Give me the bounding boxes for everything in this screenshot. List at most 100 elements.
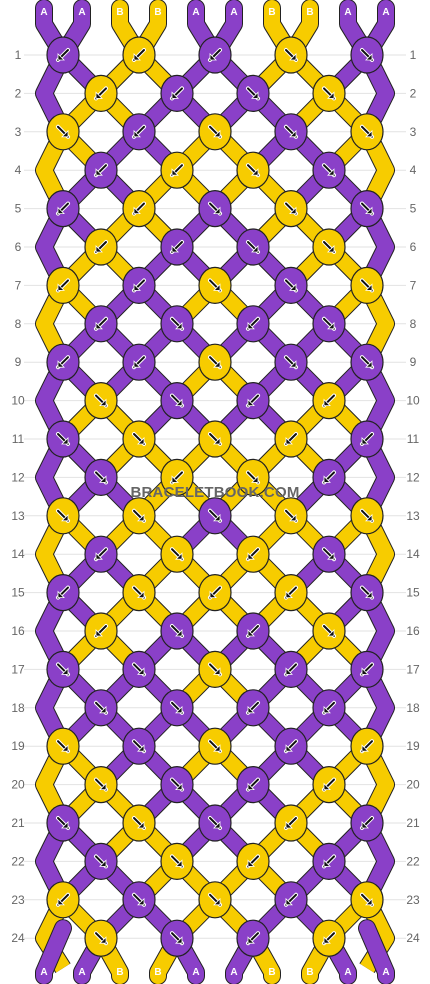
arrow-down-left-icon bbox=[323, 705, 331, 714]
knot bbox=[122, 36, 156, 74]
knot bbox=[122, 343, 156, 381]
knot bbox=[198, 420, 232, 458]
knot bbox=[312, 228, 346, 266]
arrow-down-left-icon bbox=[323, 475, 331, 483]
strand-label-bottom: A bbox=[192, 967, 199, 978]
knot bbox=[46, 113, 80, 151]
arrow-down-left-icon bbox=[247, 321, 255, 330]
knot bbox=[312, 535, 346, 573]
knot bbox=[122, 727, 156, 765]
arrow-down-left-icon bbox=[171, 91, 179, 99]
row-label-left: 15 bbox=[11, 586, 25, 600]
strand-end-bottom bbox=[36, 920, 71, 984]
row-label-right: 1 bbox=[410, 48, 417, 62]
strand-label-top: A bbox=[40, 7, 47, 18]
row-label-right: 23 bbox=[406, 893, 420, 907]
row-label-right: 12 bbox=[406, 470, 420, 484]
row-label-left: 5 bbox=[15, 202, 22, 216]
arrow-down-left-icon bbox=[247, 398, 255, 407]
row-label-right: 16 bbox=[406, 624, 420, 638]
knot bbox=[84, 74, 118, 113]
knot bbox=[312, 74, 346, 113]
arrow-down-right-icon bbox=[213, 206, 221, 215]
row-label-left: 12 bbox=[11, 470, 25, 484]
arrow-down-left-icon bbox=[133, 206, 141, 215]
knot bbox=[84, 612, 118, 650]
arrow-down-right-icon bbox=[251, 168, 259, 176]
strand-label-top: A bbox=[344, 7, 351, 18]
arrow-down-left-icon bbox=[57, 283, 65, 291]
knot bbox=[236, 612, 270, 650]
arrow-down-right-icon bbox=[327, 321, 335, 330]
knot bbox=[160, 919, 194, 957]
knot bbox=[198, 266, 232, 304]
arrow-down-right-icon bbox=[175, 782, 183, 790]
arrow-down-right-icon bbox=[213, 283, 221, 291]
knot bbox=[198, 36, 232, 74]
row-label-right: 5 bbox=[410, 202, 417, 216]
row-label-right: 7 bbox=[410, 278, 417, 292]
knot bbox=[46, 804, 80, 842]
arrow-down-right-icon bbox=[213, 129, 221, 138]
arrow-down-right-icon bbox=[213, 897, 221, 906]
arrow-down-left-icon bbox=[285, 897, 293, 906]
arrow-down-right-icon bbox=[365, 283, 373, 291]
arrow-down-right-icon bbox=[327, 245, 335, 253]
arrow-down-right-icon bbox=[137, 897, 145, 906]
arrow-down-left-icon bbox=[57, 206, 65, 215]
row-label-right: 3 bbox=[410, 125, 417, 139]
arrow-down-right-icon bbox=[175, 321, 183, 330]
knot bbox=[312, 382, 346, 420]
arrow-down-right-icon bbox=[175, 705, 183, 714]
arrow-down-left-icon bbox=[171, 475, 179, 483]
arrow-down-left-icon bbox=[95, 168, 103, 176]
knot bbox=[198, 190, 232, 228]
row-label-left: 18 bbox=[11, 701, 25, 715]
arrow-down-left-icon bbox=[209, 590, 217, 598]
row-label-right: 19 bbox=[406, 739, 420, 753]
arrow-down-right-icon bbox=[213, 437, 221, 445]
strand-label-top: B bbox=[306, 7, 313, 18]
knot bbox=[122, 190, 156, 228]
arrow-down-left-icon bbox=[57, 590, 65, 598]
arrow-down-right-icon bbox=[365, 513, 373, 522]
knot bbox=[350, 497, 384, 535]
knot bbox=[236, 74, 270, 113]
knot bbox=[312, 765, 346, 804]
knot bbox=[122, 497, 156, 535]
arrow-down-right-icon bbox=[99, 398, 107, 407]
knot bbox=[312, 842, 346, 881]
strand-label-bottom: A bbox=[78, 967, 85, 978]
watermark: BRACELETBOOK.COM bbox=[130, 484, 299, 501]
row-label-left: 10 bbox=[11, 394, 25, 408]
arrow-down-right-icon bbox=[289, 206, 297, 215]
knot bbox=[198, 727, 232, 765]
arrow-down-right-icon bbox=[213, 513, 221, 522]
knot bbox=[198, 881, 232, 919]
knot bbox=[274, 266, 308, 304]
arrow-down-right-icon bbox=[175, 859, 183, 867]
arrow-down-right-icon bbox=[61, 513, 69, 522]
knot bbox=[236, 458, 270, 496]
row-label-right: 6 bbox=[410, 240, 417, 254]
row-label-left: 19 bbox=[11, 739, 25, 753]
knot bbox=[46, 36, 80, 74]
knot bbox=[160, 612, 194, 650]
row-label-right: 17 bbox=[406, 662, 420, 676]
knot bbox=[160, 765, 194, 804]
knot bbox=[312, 689, 346, 727]
arrow-down-left-icon bbox=[95, 552, 103, 560]
strand-label-top: B bbox=[154, 7, 161, 18]
arrow-down-right-icon bbox=[365, 206, 373, 215]
arrow-down-left-icon bbox=[285, 744, 293, 752]
row-label-left: 3 bbox=[15, 125, 22, 139]
arrow-down-right-icon bbox=[289, 360, 297, 368]
arrow-down-right-icon bbox=[365, 590, 373, 598]
arrow-down-right-icon bbox=[137, 667, 145, 675]
arrow-down-left-icon bbox=[95, 321, 103, 330]
arrow-down-right-icon bbox=[327, 168, 335, 176]
knot bbox=[274, 190, 308, 228]
knot bbox=[46, 573, 80, 612]
strand-end-bottom bbox=[359, 920, 394, 984]
